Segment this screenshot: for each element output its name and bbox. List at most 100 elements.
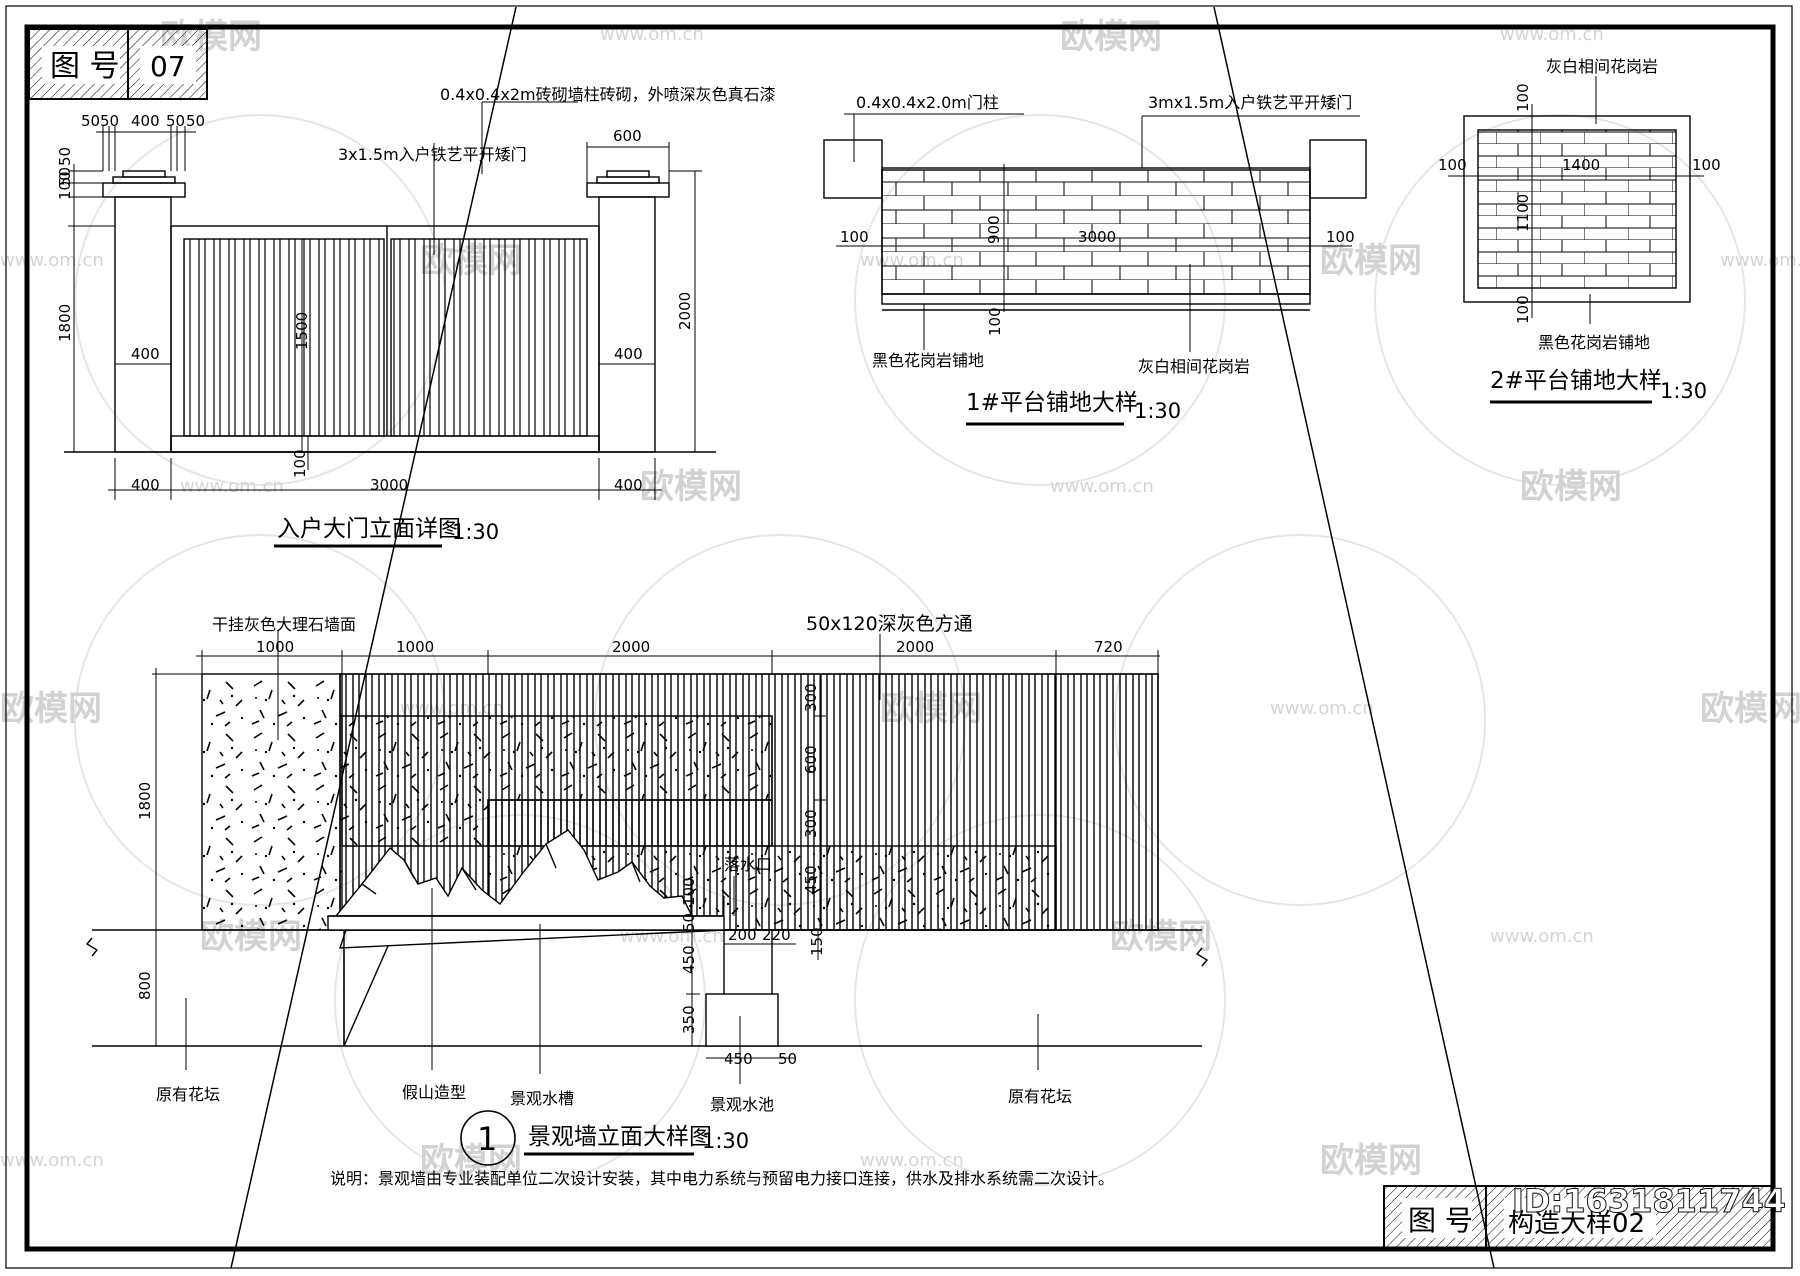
- gate-dim-label: 50: [186, 112, 205, 130]
- watermark-url: www.om.cn: [0, 250, 104, 271]
- cut-line: [230, 6, 517, 1269]
- wall-title: 景观墙立面大样图: [528, 1124, 712, 1150]
- platform2-labels: 灰白相间花岗岩 100 100 100 1400 1100 100 黑色花岗岩铺…: [1438, 57, 1721, 352]
- wall-dim-label: 720: [1094, 638, 1123, 656]
- inner-frame: [24, 24, 1776, 1252]
- platform2-note-grey: 灰白相间花岗岩: [1546, 57, 1658, 76]
- wall-dim-label: 450: [802, 865, 820, 894]
- platform1-labels: 0.4x0.4x2.0m门柱 3mx1.5m入户铁艺平开矮门 100 100 3…: [840, 93, 1355, 376]
- watermark-brand: 欧模网: [0, 689, 102, 729]
- gate-dim-label: 3000: [370, 476, 408, 494]
- wall-water-trough: [327, 915, 725, 931]
- platform2-scale: 1:30: [1660, 379, 1707, 403]
- platform1-note-black: 黑色花岗岩铺地: [872, 351, 984, 370]
- wall-dim-label: 2000: [896, 638, 934, 656]
- wall-note-bed-right: 原有花坛: [1008, 1087, 1072, 1106]
- gate-leaf-right: [390, 238, 588, 437]
- wall-marble-left: [201, 673, 343, 931]
- wall-dim-label: 100: [680, 877, 698, 906]
- landscape-wall-elevation: [85, 673, 1209, 1047]
- wall-dim-label: 300: [802, 683, 820, 712]
- gate-dim-label: 50: [56, 167, 74, 186]
- platform2-dim-label: 100: [1438, 156, 1467, 174]
- platform1-note-gate: 3mx1.5m入户铁艺平开矮门: [1148, 93, 1352, 112]
- watermark-brand: 欧模网: [1320, 241, 1422, 281]
- watermark-brand: 欧模网: [1520, 467, 1622, 507]
- gate-dim-label: 400: [614, 345, 643, 363]
- platform1-dim-label: 100: [840, 228, 869, 246]
- platform1-dimensions: [836, 113, 1360, 352]
- gate-elevation: [64, 170, 716, 453]
- wall-dim-label: 800: [136, 971, 154, 1000]
- platform2-note-black: 黑色花岗岩铺地: [1538, 333, 1650, 352]
- wall-note-rock: 假山造型: [402, 1083, 466, 1102]
- outer-frame: [5, 5, 1793, 1269]
- watermark-url: www.om.cn: [860, 1150, 964, 1171]
- gate-pillar-right: [598, 196, 656, 453]
- footer-title-block: 图 号 构造大样02 ID:1631811744: [1383, 1182, 1786, 1250]
- wall-detail-marker-number: 1: [477, 1120, 497, 1158]
- gate-dim-label: 50: [56, 147, 74, 166]
- wall-dim-label: 1000: [256, 638, 294, 656]
- gate-dim-label: 2000: [676, 292, 694, 330]
- sheet-tag: 图 号 07: [28, 28, 208, 100]
- platform2-dimensions: [1448, 76, 1704, 324]
- gate-leaf-left: [183, 238, 385, 437]
- gate-dim-label: 400: [131, 345, 160, 363]
- wall-detail-marker: [460, 1110, 516, 1166]
- gate-pillar-left: [114, 196, 172, 453]
- watermark-brand: 欧模网: [1320, 1141, 1422, 1181]
- watermark-url: www.om.cn: [1490, 926, 1594, 947]
- platform1-dim-label: 100: [986, 307, 1004, 336]
- wall-dim-label: 150: [808, 927, 826, 956]
- wall-note-tube: 50x120深灰色方通: [806, 613, 973, 635]
- gate-dim-label: 1500: [293, 312, 311, 350]
- watermark-url: www.om.cn: [0, 1150, 104, 1171]
- platform2-plan: [1463, 115, 1691, 303]
- platform1-dim-label: 900: [985, 215, 1003, 244]
- wall-note-pool: 景观水池: [710, 1095, 774, 1114]
- gate-dim-label: 400: [131, 476, 160, 494]
- wall-tube-inset: [487, 799, 773, 847]
- wall-scale: 1:30: [702, 1129, 749, 1153]
- wall-note-trough: 景观水槽: [510, 1089, 574, 1108]
- platform1-title: 1#平台铺地大样: [966, 390, 1138, 416]
- platform2-dim-label: 1100: [1514, 194, 1532, 232]
- wall-dim-label: 1000: [396, 638, 434, 656]
- footer-sheet-title: 构造大样02: [1508, 1209, 1645, 1239]
- wall-note-bed-left: 原有花坛: [156, 1085, 220, 1104]
- platform1-note-post: 0.4x0.4x2.0m门柱: [856, 93, 999, 112]
- platform2-granite-field: [1477, 129, 1677, 289]
- platform2-dim-label: 100: [1514, 83, 1532, 112]
- gate-dim-labels: 50 50 400 50 50 600 50 100 50 1800 1500 …: [56, 85, 776, 494]
- wall-dim-label: 1800: [136, 782, 154, 820]
- wall-note-marble: 干挂灰色大理石墙面: [212, 615, 356, 634]
- platform1-dim-label: 3000: [1078, 228, 1116, 246]
- platform2-dim-label: 1400: [1562, 156, 1600, 174]
- watermark-url: www.om.cn: [180, 476, 284, 497]
- watermark-url: www.om.cn: [1050, 476, 1154, 497]
- gate-scale: 1:30: [452, 520, 499, 544]
- sheet-tag-label: 图 号: [50, 49, 120, 84]
- wall-dim-label: 200: [728, 926, 757, 944]
- gate-dim-label: 100: [56, 171, 74, 200]
- wall-water-pool: [705, 993, 779, 1047]
- watermark-brand: 欧模网: [640, 467, 742, 507]
- footer-id: ID:1631811744: [1512, 1182, 1786, 1220]
- platform2-title: 2#平台铺地大样: [1490, 368, 1662, 394]
- platform2-dim-label: 100: [1692, 156, 1721, 174]
- wall-dim-label: 350: [680, 1005, 698, 1034]
- gate-dimensions: [68, 101, 702, 500]
- wall-note-outlet: 落水口: [724, 855, 772, 874]
- platform2-dim-label: 100: [1514, 295, 1532, 324]
- gate-dim-label: 1800: [56, 304, 74, 342]
- wall-dim-label: 450: [724, 1050, 753, 1068]
- watermark-brand: 欧模网: [1700, 689, 1800, 729]
- gate-dim-label: 50: [100, 112, 119, 130]
- wall-dim-label: 450: [680, 945, 698, 974]
- gate-dim-label: 400: [131, 112, 160, 130]
- watermark-url: www.om.cn: [1720, 250, 1800, 271]
- platform1-granite-field: [881, 169, 1311, 295]
- gate-dim-label: 100: [291, 449, 309, 478]
- landscape-wall-labels: 干挂灰色大理石墙面 50x120深灰色方通 1000 1000 2000 200…: [136, 613, 1123, 1114]
